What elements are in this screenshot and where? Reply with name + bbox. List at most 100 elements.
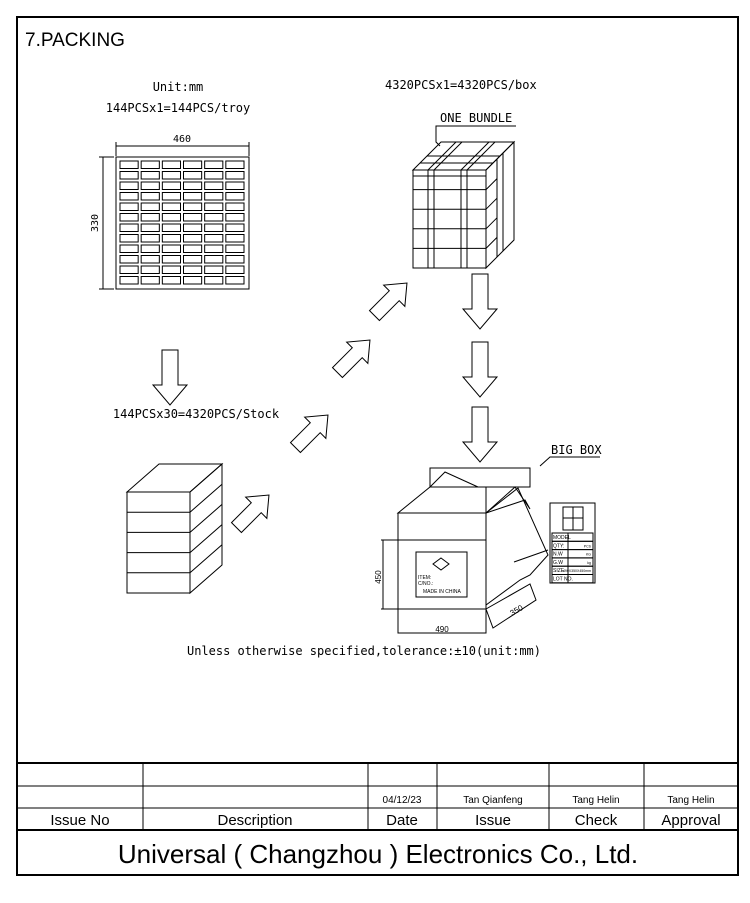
tray-cell bbox=[119, 276, 139, 285]
big-box-width-label: 490 bbox=[435, 625, 449, 634]
card-row-label: LOT NO. bbox=[553, 577, 573, 583]
tray-cell bbox=[140, 223, 160, 232]
arrow-down-icon bbox=[461, 406, 499, 463]
tray-cells bbox=[119, 160, 245, 285]
tray-cell bbox=[140, 255, 160, 264]
stock-formula: 144PCSx30=4320PCS/Stock bbox=[113, 407, 280, 421]
mark-cno: C/NO.: bbox=[418, 581, 433, 587]
tray-unit: Unit:mm bbox=[153, 80, 204, 94]
big-box-height-label: 450 bbox=[374, 570, 383, 584]
tray-cell bbox=[140, 276, 160, 285]
arrow-down-icon bbox=[461, 341, 499, 398]
tray-cell bbox=[183, 265, 203, 274]
approver-name: Tang Helin bbox=[667, 795, 714, 806]
tolerance-note: Unless otherwise specified,tolerance:±10… bbox=[187, 644, 541, 658]
arrow-up-right-icon bbox=[368, 282, 408, 322]
card-row-label: SIZE bbox=[553, 568, 565, 574]
tray-cell bbox=[140, 234, 160, 243]
big-box-drawing: BIG BOX 350 ITEM: C/NO.: MADE IN CHINA 4… bbox=[374, 443, 602, 634]
tray-drawing: Unit:mm 144PCSx1=144PCS/troy 460 330 bbox=[90, 80, 251, 290]
tray-cell bbox=[183, 244, 203, 253]
tray-height-label: 330 bbox=[90, 214, 101, 232]
tray-formula: 144PCSx1=144PCS/troy bbox=[106, 101, 251, 115]
tray-cell bbox=[183, 213, 203, 222]
tray-cell bbox=[161, 213, 181, 222]
tray-cell bbox=[161, 181, 181, 190]
card-row-label: QTY: bbox=[553, 543, 564, 549]
card-row-value: 490X350X450mm bbox=[563, 569, 591, 573]
mark-made-in: MADE IN CHINA bbox=[423, 589, 461, 595]
tray-cell bbox=[161, 202, 181, 211]
tray-cell bbox=[204, 255, 224, 264]
stock-layer-line bbox=[189, 524, 223, 553]
tray-cell bbox=[161, 192, 181, 201]
tray-cell bbox=[204, 276, 224, 285]
tray-cell bbox=[119, 255, 139, 264]
tray-cell bbox=[119, 202, 139, 211]
company-name: Universal ( Changzhou ) Electronics Co.,… bbox=[118, 839, 638, 869]
header-description: Description bbox=[217, 812, 292, 829]
tray-cell bbox=[161, 276, 181, 285]
tray-cell bbox=[204, 265, 224, 274]
tray-cell bbox=[161, 171, 181, 180]
tray-cell bbox=[161, 234, 181, 243]
tray-cell bbox=[119, 181, 139, 190]
tray-cell bbox=[204, 192, 224, 201]
shipping-mark bbox=[415, 551, 468, 598]
tray-cell bbox=[204, 213, 224, 222]
stock-drawing bbox=[125, 462, 224, 595]
big-box-depth-label: 350 bbox=[509, 603, 526, 618]
tray-cell bbox=[183, 202, 203, 211]
tray-cell bbox=[225, 223, 245, 232]
card-row-value: PCS bbox=[584, 544, 592, 548]
tray-width-label: 460 bbox=[173, 134, 191, 145]
bundle-formula: 4320PCSx1=4320PCS/box bbox=[385, 78, 537, 92]
card-row-value: KG bbox=[586, 553, 591, 557]
tray-cell bbox=[204, 244, 224, 253]
tray-cell bbox=[140, 160, 160, 169]
tray-cell bbox=[140, 213, 160, 222]
bundle-label: ONE BUNDLE bbox=[440, 111, 512, 125]
tray-cell bbox=[204, 202, 224, 211]
card-row-label: G.W bbox=[553, 560, 563, 566]
issuer-name: Tan Qianfeng bbox=[463, 795, 523, 806]
bundle-row-line bbox=[485, 197, 498, 210]
tray-cell bbox=[183, 160, 203, 169]
bundle-row-line bbox=[485, 237, 498, 249]
drawing-frame bbox=[16, 16, 739, 876]
bundle-row-line bbox=[485, 217, 498, 230]
arrow-down-icon bbox=[151, 349, 189, 406]
arrow-up-right-icon bbox=[331, 339, 371, 379]
tray-cell bbox=[183, 223, 203, 232]
tray-outline bbox=[115, 156, 250, 290]
tray-cell bbox=[183, 234, 203, 243]
arrow-down-icon bbox=[461, 273, 499, 330]
tray-cell bbox=[204, 181, 224, 190]
card-row bbox=[551, 574, 594, 584]
tray-cell bbox=[161, 265, 181, 274]
card-row-label: MODEL bbox=[553, 535, 571, 541]
tray-cell bbox=[225, 265, 245, 274]
stock-layer-line bbox=[189, 544, 223, 574]
bundle-drawing: 4320PCSx1=4320PCS/box ONE BUNDLE bbox=[385, 78, 537, 270]
tray-cell bbox=[225, 160, 245, 169]
header-issue: Issue bbox=[475, 812, 511, 829]
arrow-up-right-icon bbox=[289, 414, 329, 454]
tray-cell bbox=[161, 255, 181, 264]
card-row-value: kg bbox=[587, 561, 591, 565]
tray-cell bbox=[140, 192, 160, 201]
header-check: Check bbox=[575, 812, 618, 829]
tray-cell bbox=[119, 234, 139, 243]
tray-cell bbox=[161, 223, 181, 232]
header-date: Date bbox=[386, 812, 418, 829]
tray-cell bbox=[225, 192, 245, 201]
tray-cell bbox=[225, 276, 245, 285]
section-title: 7.PACKING bbox=[25, 30, 125, 51]
tray-cell bbox=[140, 244, 160, 253]
diamond-icon bbox=[432, 557, 450, 571]
tray-cell bbox=[140, 171, 160, 180]
tray-cell bbox=[119, 160, 139, 169]
tray-cell bbox=[225, 171, 245, 180]
tray-cell bbox=[225, 181, 245, 190]
